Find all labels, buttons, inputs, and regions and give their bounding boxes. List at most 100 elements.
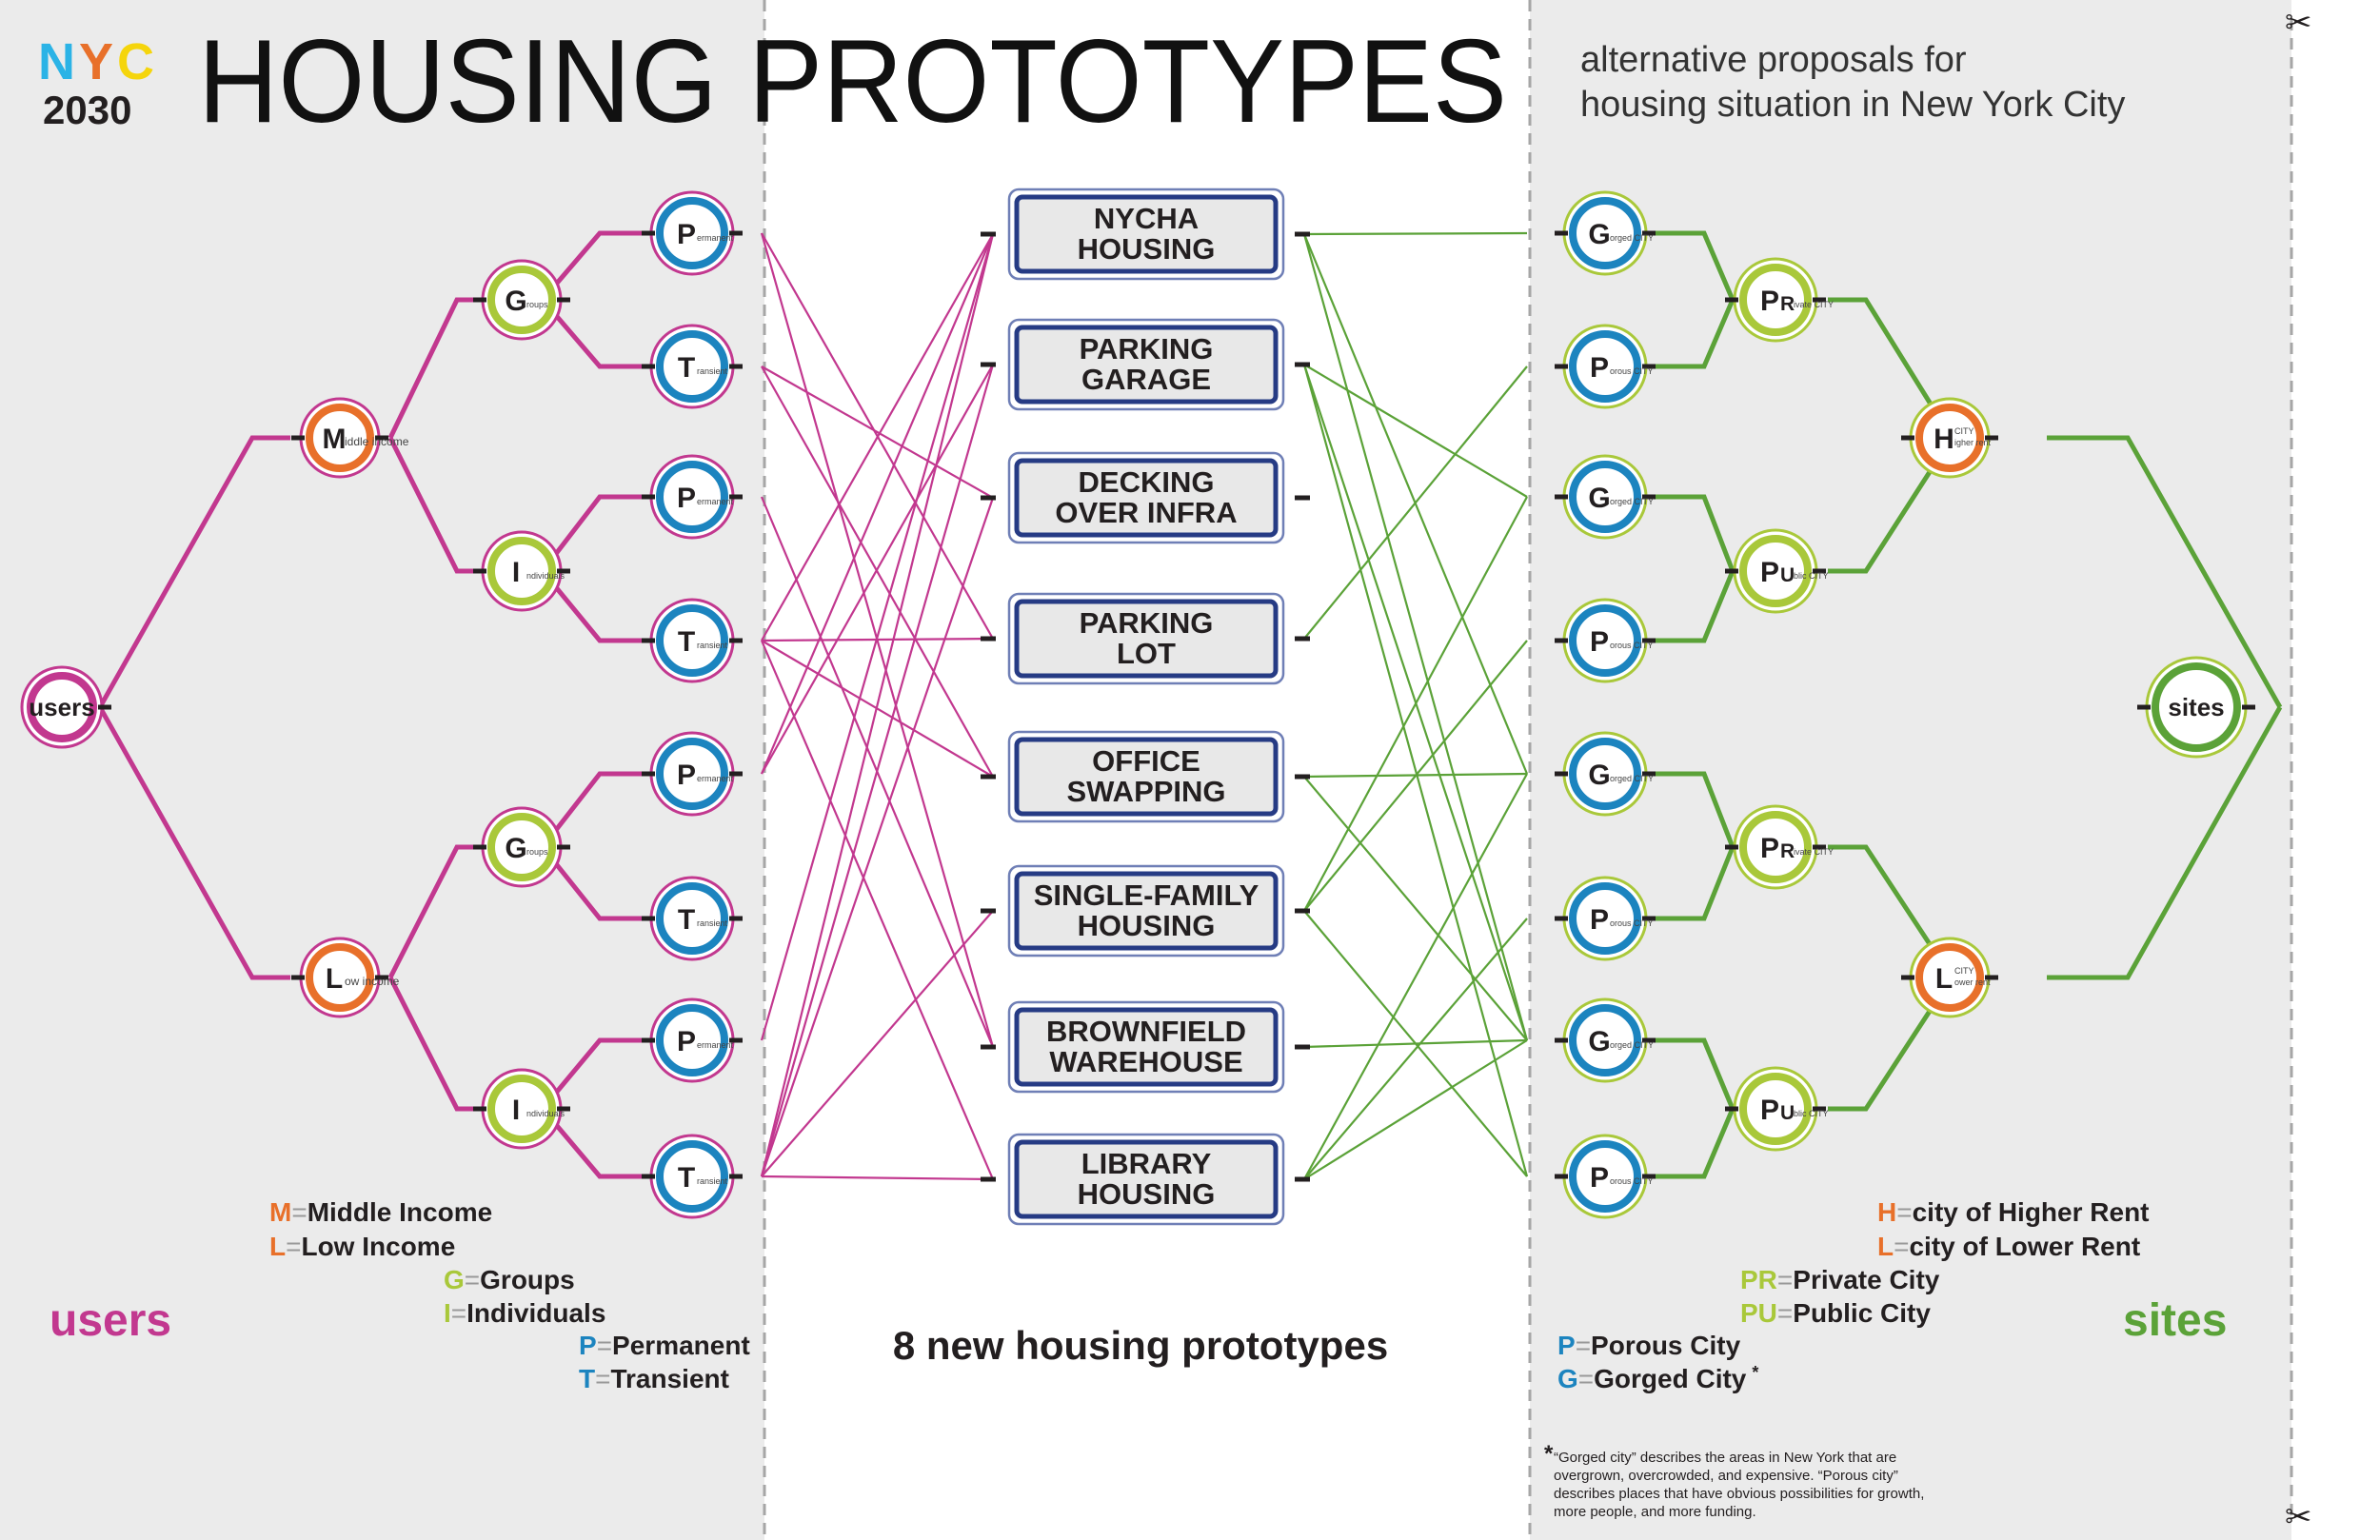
prototype-box-inner <box>1014 458 1279 538</box>
users-root-node: users <box>20 665 111 749</box>
node-ring <box>1569 604 1641 677</box>
tree-branch <box>541 230 647 302</box>
tree-branch <box>1828 844 1954 979</box>
node-ring <box>1739 264 1812 336</box>
tree-branch <box>1828 297 1954 440</box>
site-link-line <box>1303 231 1528 236</box>
tree-branch <box>2047 435 2283 709</box>
user-link-line <box>760 497 995 1177</box>
node-letter: U <box>1780 1102 1795 1124</box>
user-link-line <box>760 640 995 1180</box>
node-sublabel: CITY <box>1954 426 1974 436</box>
node-letter: T <box>678 904 695 936</box>
tree-branch <box>541 845 647 921</box>
users-legend-item: G=Groups <box>444 1265 575 1294</box>
node-ring <box>656 461 728 533</box>
users-legend-item: P=Permanent <box>579 1331 750 1360</box>
node-ring <box>1569 1140 1641 1213</box>
node-letter: T <box>678 1162 695 1194</box>
prototype-label-line1: OFFICE <box>1092 744 1200 778</box>
user-link-line <box>761 910 994 1177</box>
node-sublabel: orous CITY <box>1610 918 1654 928</box>
prototype-label-line2: SWAPPING <box>1066 775 1225 808</box>
node-sublabel: ermanent <box>697 497 734 506</box>
node-sublabel: ransient <box>697 366 728 376</box>
tree-branch <box>1647 494 1735 572</box>
node-letter: R <box>1780 840 1795 862</box>
node-ring <box>306 404 374 472</box>
node-ring <box>487 813 556 881</box>
node-letter: P <box>677 760 696 791</box>
logo-letter-c: C <box>117 33 158 90</box>
node-sublabel: igher rent <box>1954 438 1992 447</box>
sites-label: sites <box>2123 1295 2227 1346</box>
node-sublabel: ransient <box>697 918 728 928</box>
logo-letter-y: Y <box>79 33 117 90</box>
node-letter: U <box>1780 564 1795 586</box>
footnote-asterisk: * <box>1544 1441 1554 1467</box>
user-link-line <box>761 233 994 642</box>
node-ring <box>1569 330 1641 403</box>
sites-panel <box>1530 0 2291 1540</box>
node-sublabel: ow income <box>345 975 400 988</box>
sites-legend-item: H=city of Higher Rent <box>1877 1197 2150 1227</box>
node-ring <box>2152 662 2241 752</box>
node-ring <box>656 1140 728 1213</box>
prototype-label-line2: OVER INFRA <box>1055 496 1237 529</box>
node-letter: P <box>677 219 696 250</box>
node-ring <box>1569 461 1641 533</box>
node-sublabel: iddle income <box>345 435 409 448</box>
node-letter: H <box>1934 424 1954 455</box>
node-letter: P <box>677 483 696 514</box>
footnote-line: overgrown, overcrowded, and expensive. “… <box>1554 1468 1898 1484</box>
node-ring <box>656 882 728 955</box>
subtitle-line1: alternative proposals for <box>1580 40 1967 80</box>
site-link-line <box>1303 1038 1528 1049</box>
node-sublabel: ransient <box>697 1176 728 1186</box>
prototype-box-inner <box>1014 1139 1279 1219</box>
node-ring <box>27 672 97 742</box>
prototype-label-line1: PARKING <box>1080 606 1214 640</box>
node-ring <box>656 197 728 269</box>
tree-branches <box>97 230 2283 1179</box>
logo-nyc: NYC <box>38 33 158 90</box>
site-link-line <box>1303 776 1528 1041</box>
node-sublabel: ermanent <box>697 1040 734 1050</box>
users-legend-item: I=Individuals <box>444 1298 605 1328</box>
sites-legend-item: P=Porous City <box>1557 1331 1741 1360</box>
connection-lines <box>760 231 1529 1181</box>
middle-income-node: Middle income <box>291 397 409 479</box>
prototype-label-line2: HOUSING <box>1078 1177 1216 1211</box>
node-sublabel: CITY <box>1954 966 1974 976</box>
node-letter: G <box>505 833 526 864</box>
node-sublabel: blic CITY <box>1794 1109 1829 1118</box>
prototype-box-inner <box>1014 737 1279 817</box>
tree-branch <box>541 298 647 369</box>
node-letter: I <box>512 557 520 588</box>
user-link-line <box>760 233 995 775</box>
tree-branch <box>387 976 476 1112</box>
footnote: * “Gorged city” describes the areas in N… <box>1544 1441 1924 1520</box>
node-letter: M <box>323 424 347 455</box>
user-link-line <box>761 365 994 499</box>
tree-branch <box>1828 436 1954 574</box>
subtitle-line2: housing situation in New York City <box>1580 85 2125 125</box>
users-panel <box>0 0 764 1540</box>
center-caption: 8 new housing prototypes <box>893 1323 1388 1368</box>
site-link-line <box>1302 364 1529 1177</box>
node-letter: P <box>1760 286 1779 317</box>
sites-legend-item: PR=Private City <box>1740 1265 1940 1294</box>
node-ring <box>487 537 556 605</box>
tree-branch <box>541 494 647 573</box>
sites-root-node: sites <box>2137 656 2255 759</box>
